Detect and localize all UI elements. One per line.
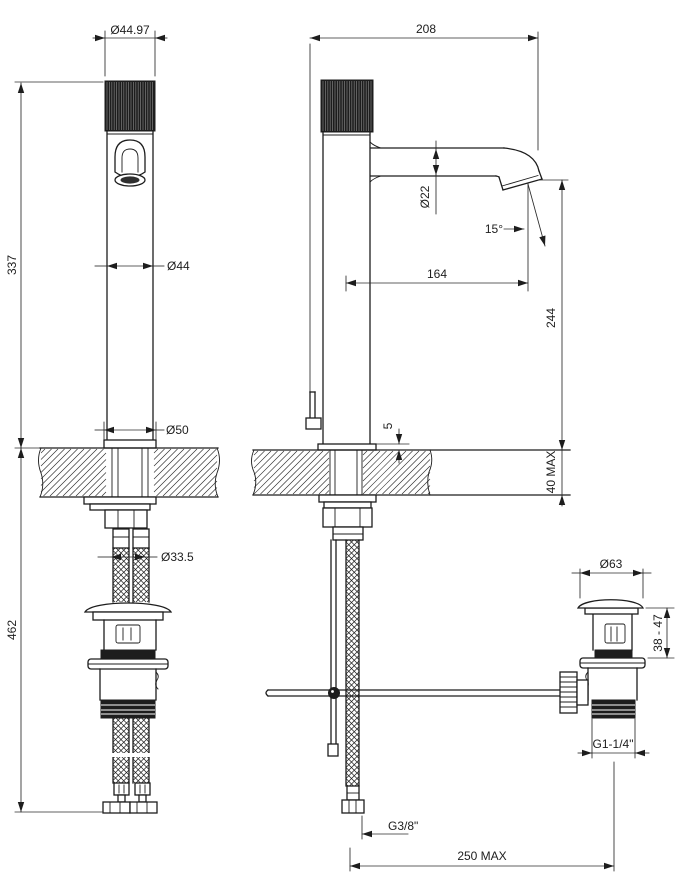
dimension-lines [14, 30, 675, 872]
countertop-front [38, 447, 220, 498]
hose-nut-side [341, 799, 365, 814]
linkage-rod [265, 687, 562, 699]
dim-total-projection: 208 [416, 22, 436, 36]
supply-hose-side [341, 539, 365, 814]
countertop-side [251, 449, 571, 496]
dim-base-diameter: Ø50 [166, 423, 189, 437]
spout-front [114, 139, 146, 187]
supply-hoses-front-lower [102, 717, 158, 814]
dim-handle-diameter: Ø44.97 [110, 23, 150, 37]
pop-up-waste-front [83, 602, 173, 719]
aerator-face [120, 176, 140, 184]
pop-up-rod-top [305, 43, 322, 430]
front-view [38, 80, 220, 814]
dim-body-diameter: Ø44 [167, 259, 190, 273]
dim-height-below-deck: 462 [5, 620, 19, 640]
dim-height-above-deck: 337 [5, 255, 19, 275]
base-plate-side [317, 443, 377, 451]
side-view [251, 43, 571, 814]
hose-nut [129, 801, 158, 814]
rod-connector [559, 671, 589, 714]
aerator-face-side [501, 174, 539, 187]
body-front [106, 130, 154, 441]
dim-outlet-angle: 15° [485, 222, 503, 236]
undermount-fittings-side [318, 494, 377, 541]
hose-nut [102, 801, 131, 814]
dim-waste-height-range: 38 - 47 [651, 614, 665, 652]
dim-waste-thread: G1-1/4" [593, 737, 634, 751]
spout-side [369, 141, 543, 191]
dim-supply-hose-thread: G3/8" [388, 819, 418, 833]
dim-rod-projection-max: 250 MAX [457, 849, 506, 863]
handle-front [104, 80, 156, 135]
dim-waste-cap-diameter: Ø63 [600, 557, 623, 571]
dimension-labels: Ø44.97 208 337 Ø44 Ø22 15° 164 244 Ø50 5… [5, 22, 665, 863]
base-plate-front [103, 439, 157, 449]
dim-hole-diameter: Ø33.5 [161, 550, 194, 564]
dim-spout-projection: 164 [427, 267, 447, 281]
handle-side [320, 79, 374, 136]
undermount-fittings-front [83, 496, 157, 549]
dim-base-plate-height: 5 [381, 422, 395, 429]
pop-up-rod-knob [305, 417, 322, 430]
pop-up-waste-side-view [559, 599, 646, 719]
dim-deck-thickness-max: 40 MAX [544, 451, 558, 494]
dim-spout-diameter: Ø22 [418, 185, 432, 208]
waste-cap [576, 599, 645, 609]
body-side [322, 131, 371, 445]
dim-outlet-height: 244 [544, 308, 558, 328]
pop-up-rod-lower [327, 539, 339, 757]
linkage-pivot [328, 687, 340, 699]
